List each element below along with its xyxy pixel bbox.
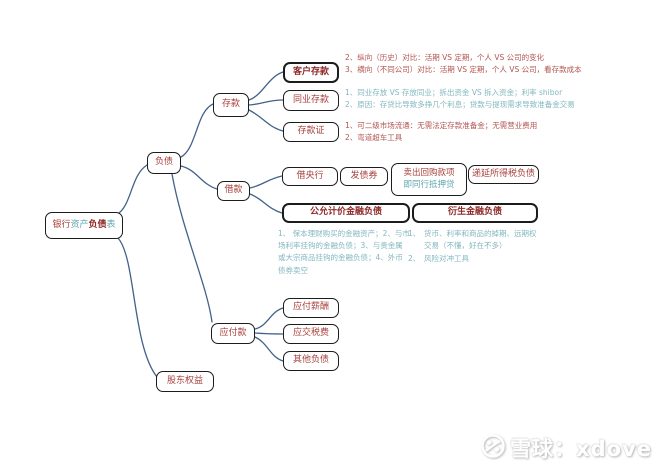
annotation-line: 3、横向（不同公司）对比：活期 VS 定期，个人 VS 公司，看存款成本 (345, 65, 582, 75)
annotation-line: 1、同业存放 VS 存放同业；拆出资金 VS 拆入资金；利率 shibor (345, 88, 563, 97)
annotation-line: 2、弯道超车工具 (345, 133, 403, 143)
node-shareholders-equity: 股东权益 (156, 371, 214, 392)
edge-borrowings-to-fairvalue (249, 193, 283, 214)
annotation-item-text: 货币、利率和商品的掉期、远期权交易（不懂，好在不多） (424, 229, 537, 251)
annotation-interbank-deposits: 1、同业存放 VS 存放同业；拆出资金 VS 拆入资金；利率 shibor 2、… (345, 87, 575, 111)
edge-payables-to-tax (254, 332, 284, 335)
annotation-certificates-of-deposit: 1、可二级市场流通：无需法定存款准备金；无需营业费用 2、弯道超车工具 (345, 120, 537, 144)
node-customer-deposits: 客户存款 (283, 62, 339, 83)
edge-liabilities-to-deposits (180, 103, 214, 158)
annotation-line: 2、纵向（历史）对比：活期 VS 定期，个人 VS 公司的变化 (345, 53, 545, 62)
edge-borrowings-to-centralbank (249, 175, 283, 189)
node-interbank-deposits: 同业存款 (283, 90, 339, 111)
node-other-liabilities: 其他负债 (283, 351, 339, 371)
node-fair-value-financial-liabilities: 公允计价金融负债 (282, 203, 410, 223)
node-derivative-financial-liabilities: 衍生金融负债 (412, 203, 538, 223)
edge-deposits-to-customer (248, 71, 284, 101)
node-borrow-from-central-bank: 借央行 (282, 167, 338, 186)
edge-payables-to-other (254, 336, 284, 362)
root-segment-sheet: 表 (106, 219, 116, 230)
edge-liabilities-to-borrowings (180, 165, 218, 190)
edge-root-to-equity (117, 237, 158, 378)
edge-root-to-liabilities (115, 164, 148, 216)
annotation-item-text: 风险对冲工具 (424, 254, 469, 264)
edge-deposits-to-cd (248, 109, 284, 132)
repo-payables-line2: 即同行抵押贷 (403, 179, 455, 190)
root-segment-assets: 资产 (70, 219, 89, 230)
edge-payables-to-salary (254, 307, 284, 330)
node-certificates-of-deposit: 存款证 (283, 122, 339, 142)
annotation-derivative-liabilities: 1、 货币、利率和商品的掉期、远期权交易（不懂，好在不多） 2、 风险对冲工具 (408, 228, 543, 266)
node-tax-payable: 应交税费 (283, 324, 339, 344)
node-repo-payables: 卖出回购款项 即同行抵押贷 (391, 163, 467, 196)
watermark-text: 雪球：xdove (510, 437, 652, 461)
node-borrowings: 借款 (217, 181, 250, 201)
repo-payables-line1: 卖出回购款项 (403, 168, 455, 179)
node-salary-payable: 应付薪酬 (283, 298, 339, 318)
root-segment-bank: 银行 (52, 219, 71, 230)
annotation-fair-value-liabilities: 1、 保本理财购买的金融资产；2、与市场利率挂钩的金融负债；3、与贵金属或大宗商… (278, 229, 410, 275)
annotation-item-number: 2、 (408, 254, 421, 264)
watermark: 雪球：xdove (481, 433, 652, 463)
node-deferred-tax-liabilities: 递延所得税负债 (468, 165, 539, 184)
node-bonds-issued: 发债券 (340, 167, 388, 186)
xueqiu-logo-icon (481, 433, 505, 463)
edge-deposits-to-interbank (248, 99, 284, 106)
annotation-item-number: 1、 (408, 229, 421, 238)
annotation-line: 1、可二级市场流通：无需法定存款准备金；无需营业费用 (345, 121, 538, 130)
node-liabilities: 负债 (147, 152, 181, 174)
node-payables: 应付款 (211, 323, 255, 344)
node-deposits: 存款 (213, 93, 249, 117)
annotation-customer-deposits: 2、纵向（历史）对比：活期 VS 定期，个人 VS 公司的变化 3、横向（不同公… (345, 52, 582, 76)
root-segment-liabilities: 负债 (88, 219, 107, 230)
edge-liabilities-to-payables (171, 173, 213, 323)
node-root-balance-sheet: 银行资产负债表 (45, 212, 123, 239)
annotation-line: 2、原因：存贷比导致多挣几个利息；贷款与提现需求导致准备金交易 (345, 100, 575, 110)
